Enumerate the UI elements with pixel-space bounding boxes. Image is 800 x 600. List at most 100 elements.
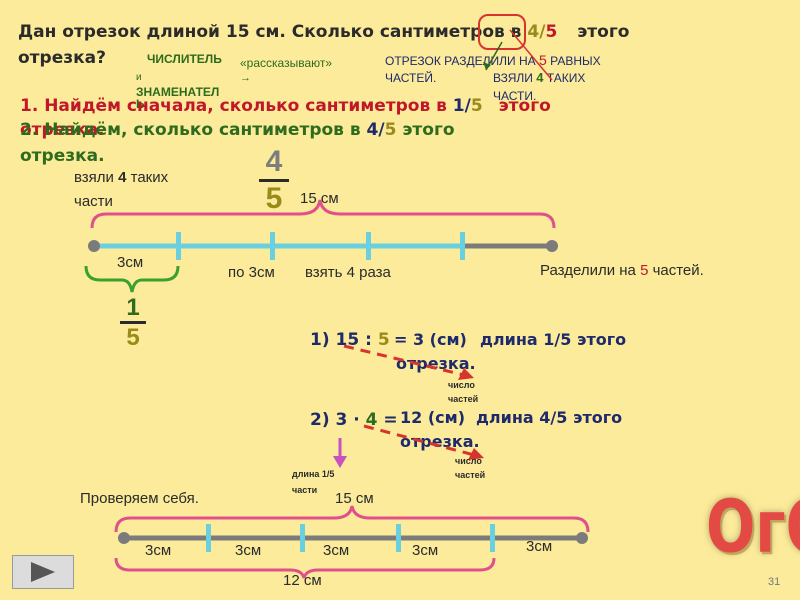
note-razdelili: ОТРЕЗОК РАЗДЕЛИЛИ НА 5 РАВНЫХ ЧАСТЕЙ. (385, 52, 601, 87)
check-length-label: 15 см (335, 490, 374, 507)
calc1: 1) 15 : 5 (310, 330, 390, 350)
fraction-highlight-box (478, 14, 526, 50)
note-znamenatel-b: Ь (136, 97, 145, 111)
calc2-chislo: число частей (455, 454, 485, 482)
check-seg-5: 3см (526, 538, 553, 555)
calc1-chislo-b: частей (448, 394, 479, 404)
check-title: Проверяем себя. (80, 490, 199, 507)
calc2-arrow (363, 424, 484, 460)
diagram1-chasti: части (74, 193, 113, 210)
check-end-point (576, 532, 588, 544)
step1: 1. Найдём сначала, сколько сантиметров в… (20, 96, 551, 116)
problem-frac-sep: / (539, 22, 546, 42)
diagram1-small-brace (84, 265, 180, 293)
diagram1-vzyat-4: взять 4 раза (305, 264, 391, 281)
note-vzyali-a: ВЗЯЛИ (493, 71, 533, 85)
calc1-chislo: число частей (448, 378, 478, 406)
problem-frac-den: 5 (545, 22, 558, 42)
note-chasti: ЧАСТИ. (493, 89, 537, 103)
step1-frac-a: 1/ (452, 96, 471, 116)
diagram1-tick-3 (366, 232, 371, 260)
check-top-brace (114, 505, 590, 533)
note-znamenatel-a: ЗНАМЕНАТЕЛ (136, 85, 220, 99)
check-start-point (118, 532, 130, 544)
calc2-num: 4 (365, 410, 378, 430)
check-tick-2 (300, 524, 305, 552)
step2: 2. Найдём, сколько сантиметров в 4/5 это… (20, 120, 455, 140)
calc2-chislo-a: число (455, 456, 482, 466)
note-five: 5 (538, 52, 547, 68)
step1-text-a: 1. Найдём сначала, сколько сантиметров в (20, 96, 453, 116)
note-vzyali: ВЗЯЛИ 4 ТАКИХ ЧАСТИ. (493, 69, 585, 105)
problem-text-a: Дан отрезок длиной 15 см. Сколько сантим… (18, 22, 528, 42)
diagram1-vzyali-num: 4 (118, 169, 127, 186)
note-znamenatel: ЗНАМЕНАТЕЛ Ь (136, 86, 219, 110)
diagram1-razdelili: Разделили на 5 частей. (540, 262, 704, 279)
calc2-desc-2: отрезка. (400, 432, 480, 451)
diagram1-tick-4 (460, 232, 465, 260)
check-bottom-brace (114, 557, 496, 579)
diagram1-tick-1 (176, 232, 181, 260)
diagram1-seg-label: 3см (117, 254, 144, 271)
calc2-eq: = (383, 410, 398, 430)
calc1-num: 5 (377, 330, 390, 350)
note-arrows (483, 29, 553, 81)
calc2-result: 12 (см) (400, 408, 466, 427)
step2-text-b: этого (402, 120, 455, 140)
calc2: 2) 3 · 4 = (310, 410, 398, 430)
step2-text-a: 2. Найдём, сколько сантиметров в (20, 120, 367, 140)
check-total: 12 см (283, 572, 322, 589)
diagram1-small-frac-num: 1 (126, 294, 140, 321)
problem-text-b: этого (577, 22, 630, 42)
step2-frac-a: 4/ (366, 120, 385, 140)
step1-frac-b: 5 (470, 96, 483, 116)
step1-line2: отрезка. (20, 120, 105, 140)
step2-frac-b: 5 (384, 120, 397, 140)
diagram1-small-fraction: 1 5 (118, 296, 148, 351)
calc2-dlina-b: части (292, 485, 318, 495)
calc2-dlina-a: длина 1/5 (292, 469, 335, 479)
note-i: и (136, 72, 142, 83)
calc1-result: = 3 (см) (394, 330, 467, 349)
diagram1-big-fraction: 4 5 (258, 146, 290, 215)
diagram1-length-label: 15 см (300, 190, 339, 207)
diagram1-razdelili-a: Разделили на (540, 262, 641, 279)
diagram1-big-frac-bar (259, 179, 289, 182)
diagram1-razdelili-b: частей. (648, 262, 704, 279)
diagram1-po-3sm: по 3см (228, 264, 275, 281)
play-icon (31, 562, 55, 582)
diagram1-segment (84, 199, 558, 293)
ogo-text: ОгО (706, 484, 800, 569)
calc2-dlina: длина 1/5 части (292, 466, 334, 498)
diagram1-small-frac-bar (120, 321, 146, 324)
play-button[interactable] (12, 555, 74, 589)
note-four: 4 (536, 70, 544, 85)
page-number: 31 (768, 576, 781, 588)
calc1-chislo-a: число (448, 380, 475, 390)
calc2-down-arrow (333, 438, 347, 468)
note-ravnyh: РАВНЫХ (550, 54, 601, 68)
diagram1-big-frac-den: 5 (265, 182, 283, 215)
check-seg-1: 3см (145, 542, 172, 559)
note-chastey: ЧАСТЕЙ. (385, 71, 437, 85)
diagram1-vzyali-a: взяли (74, 169, 119, 186)
calc1-arrow (343, 344, 474, 380)
check-tick-3 (396, 524, 401, 552)
diagram1-razdelili-num: 5 (640, 262, 649, 279)
check-seg-3: 3см (323, 542, 350, 559)
calc2-chislo-b: частей (455, 470, 486, 480)
check-tick-1 (206, 524, 211, 552)
note-chislitel: ЧИСЛИТЕЛЬ (147, 52, 222, 66)
diagram1-vzyali: взяли 4 таких части (74, 166, 168, 214)
calc1-desc-2: отрезка. (396, 354, 476, 373)
step2-line2: отрезка. (20, 146, 105, 166)
calc2-desc: длина 4/5 этого (476, 408, 623, 427)
note-razdelili-a: ОТРЕЗОК РАЗДЕЛИЛИ НА (385, 54, 536, 68)
step1-text-b: этого (498, 96, 551, 116)
check-tick-4 (490, 524, 495, 552)
calc2-a: 2) 3 · (310, 410, 366, 430)
calc1-a: 1) 15 : (310, 330, 378, 350)
diagram1-vzyali-b: таких (126, 169, 169, 186)
note-arrow: → (240, 72, 251, 84)
